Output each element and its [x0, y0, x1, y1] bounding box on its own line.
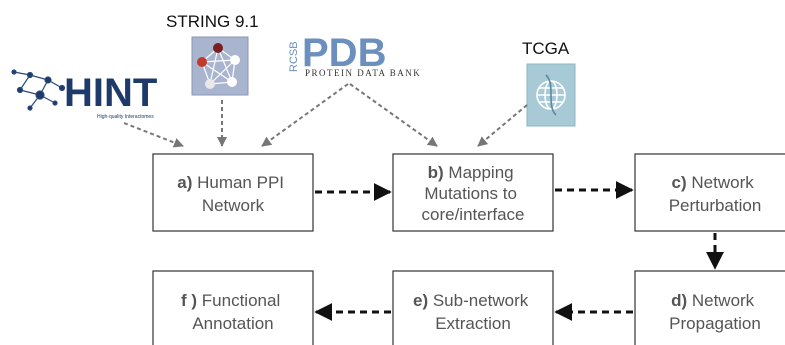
string-logo: STRING 9.1 [166, 12, 259, 96]
svg-text:b) Mapping Mutations to: b) Mapping Mutations to core/interface [422, 163, 525, 224]
step-d-line1: Network [687, 291, 755, 310]
hint-tagline: High-quality Interactomes [97, 114, 154, 120]
hint-network-icon [11, 69, 66, 111]
step-f-prefix: f ) [181, 291, 197, 310]
step-a-line2: Network [202, 196, 265, 215]
string-label: STRING 9.1 [166, 12, 259, 31]
step-d-line2: Propagation [669, 314, 761, 333]
step-a-prefix: a) [177, 173, 192, 192]
step-f-line1: Functional [197, 291, 280, 310]
arrow-hint-to-a [123, 122, 184, 148]
pdb-rcsb-text: RCSB [288, 41, 300, 72]
pdb-logo: RCSB PDB PROTEIN DATA BANK [288, 31, 421, 78]
step-e-prefix: e) [413, 291, 428, 310]
arrow-pdb-to-a [261, 83, 349, 147]
step-b-line1: Mapping [444, 163, 514, 182]
tcga-logo: TCGA [522, 39, 576, 127]
svg-text:c) Network Perturbation: c) Network Perturbation [669, 173, 762, 215]
flow-arrows [314, 181, 724, 321]
step-e-line2: Extraction [435, 314, 511, 333]
step-d-prefix: d) [671, 291, 687, 310]
step-c-line2: Perturbation [669, 196, 762, 215]
step-b-box: b) Mapping Mutations to core/interface [392, 153, 554, 232]
pdb-logo-text: PDB [302, 31, 386, 75]
step-c-line1: Network [687, 173, 755, 192]
hint-logo-text: HINT [64, 71, 157, 115]
tcga-globe-icon [536, 74, 566, 116]
svg-text:e) Sub-network Extractio: e) Sub-network Extraction [413, 291, 533, 333]
step-c-prefix: c) [672, 173, 687, 192]
step-f-box: f ) Functional Annotation [152, 270, 314, 345]
step-a-box: a) Human PPI Network [152, 153, 314, 232]
svg-text:d) Network Propagation: d) Network Propagation [669, 291, 761, 333]
pdb-subtitle: PROTEIN DATA BANK [305, 68, 421, 78]
step-f-line2: Annotation [192, 314, 273, 333]
step-d-box: d) Network Propagation [634, 270, 785, 345]
step-b-line3: core/interface [422, 205, 525, 224]
source-arrows [123, 83, 528, 148]
svg-text:a) Human PPI Network: a) Human PPI Network [177, 173, 289, 215]
step-c-box: c) Network Perturbation [634, 153, 785, 232]
step-e-line1: Sub-network [428, 291, 529, 310]
string-network-icon [197, 43, 240, 89]
step-a-line1: Human PPI [192, 173, 284, 192]
step-b-line2: Mutations to [424, 184, 517, 203]
svg-text:f ) Functional Annotatio: f ) Functional Annotation [181, 291, 285, 333]
hint-logo: HINT High-quality Interactomes [11, 69, 157, 120]
tcga-label: TCGA [522, 39, 570, 58]
arrow-pdb-to-b [349, 83, 438, 147]
arrow-tcga-to-b [477, 104, 528, 147]
step-e-box: e) Sub-network Extraction [392, 270, 554, 345]
step-b-prefix: b) [428, 163, 444, 182]
